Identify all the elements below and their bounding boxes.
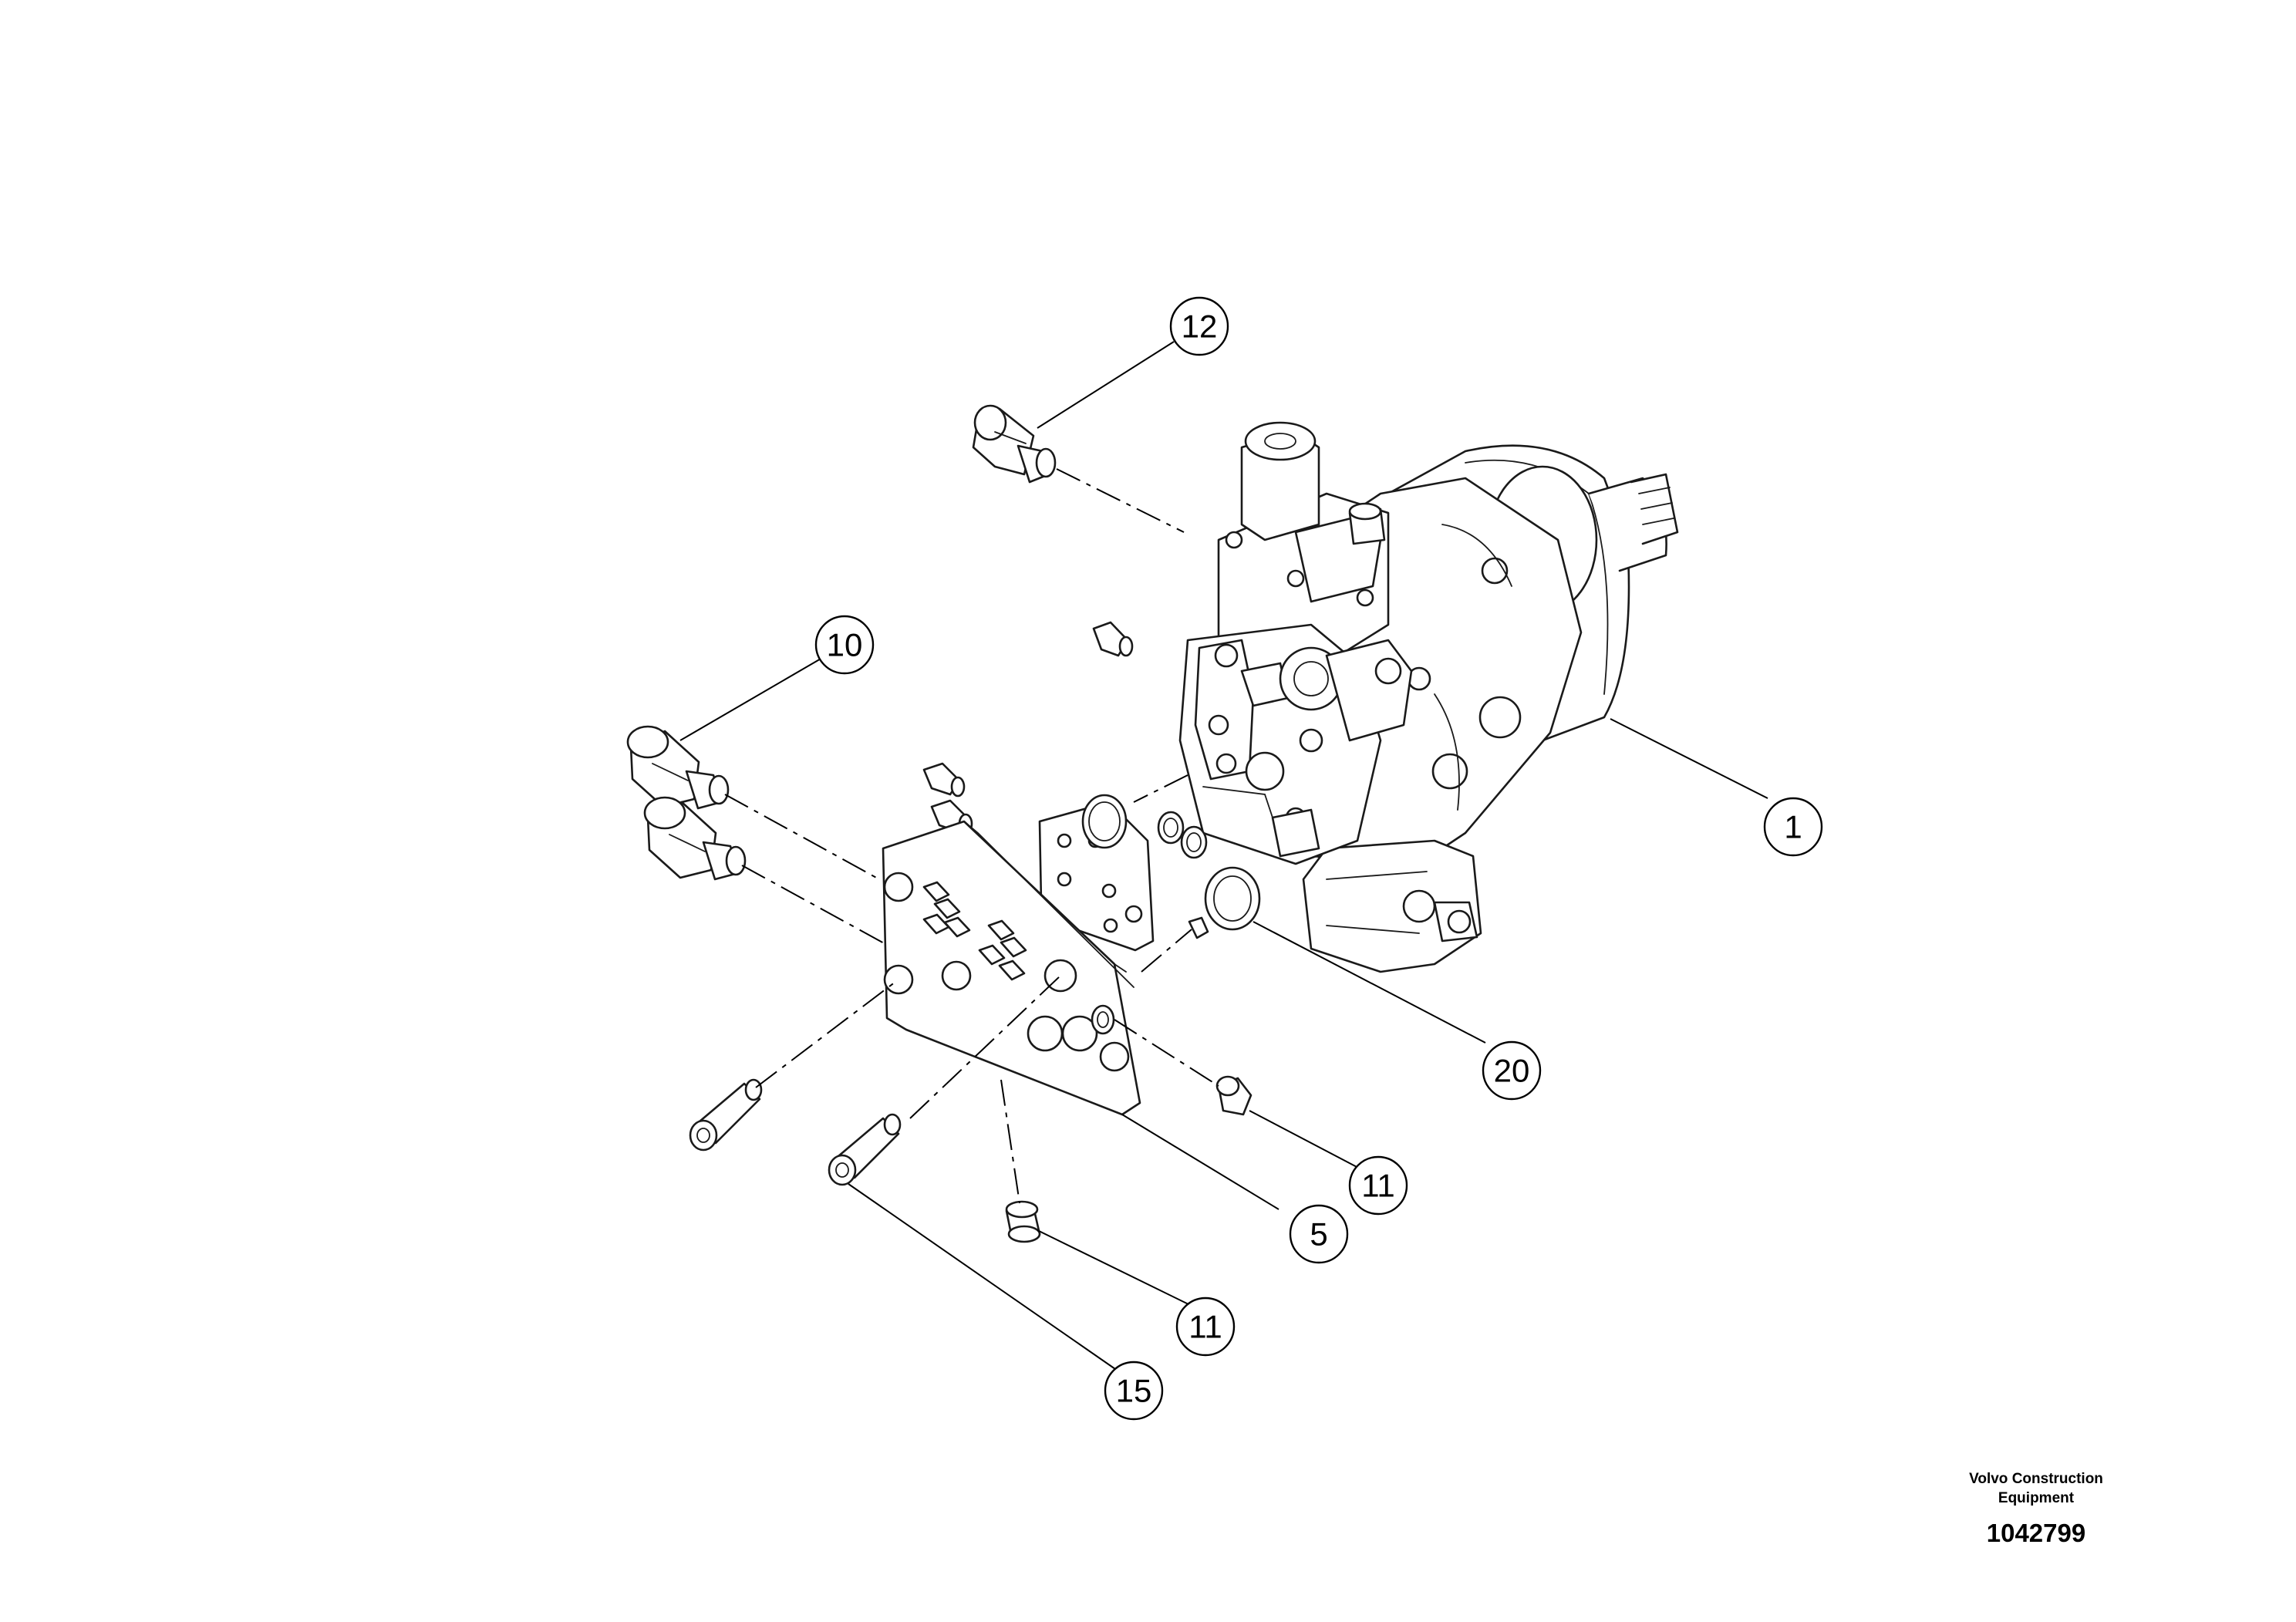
part-1-hydraulic-motor: [1178, 421, 1679, 973]
callout-10: 10: [814, 615, 875, 675]
callout-5-label: 5: [1310, 1216, 1327, 1253]
part-10-fitting-upper: [626, 725, 730, 810]
callout-11-upper-label: 11: [1361, 1168, 1395, 1204]
part-11-plug-lower: [1005, 1200, 1041, 1243]
part-15-screw-right: [828, 1113, 902, 1186]
callout-15-label: 15: [1116, 1373, 1152, 1409]
callout-15: 15: [1104, 1361, 1164, 1421]
callout-5: 5: [1289, 1204, 1349, 1264]
callout-1-label: 1: [1784, 809, 1802, 845]
part-20-o-ring: [1204, 866, 1261, 931]
callout-11-lower-label: 11: [1188, 1309, 1222, 1345]
callout-20-label: 20: [1494, 1053, 1530, 1089]
callout-20: 20: [1482, 1040, 1542, 1101]
callout-12: 12: [1169, 296, 1229, 356]
brand-line-1: Volvo Construction: [1969, 1471, 2103, 1487]
adapter-plate: [1038, 794, 1155, 952]
part-10-fitting-lower: [643, 796, 747, 881]
part-15-screw-left: [689, 1078, 763, 1152]
callout-1: 1: [1763, 797, 1823, 857]
part-11-plug-upper: [1215, 1075, 1253, 1116]
brand-line-2: Equipment: [1998, 1490, 2075, 1506]
leader-lines: [679, 341, 1768, 1370]
footer-brand-block: Volvo Construction Equipment 1042799: [1920, 1469, 2152, 1548]
o-rings-pair: [1157, 811, 1208, 859]
tiny-plug: [1188, 916, 1209, 939]
document-number: 1042799: [1986, 1519, 2086, 1547]
small-fitting-upper: [1092, 621, 1134, 657]
callout-11-lower: 11: [1175, 1297, 1236, 1357]
assembly-lines: [724, 468, 1219, 1204]
callout-12-label: 12: [1182, 309, 1218, 345]
callout-11-upper: 11: [1348, 1155, 1408, 1216]
callout-10-label: 10: [827, 627, 863, 663]
part-12-fitting: [972, 404, 1057, 484]
